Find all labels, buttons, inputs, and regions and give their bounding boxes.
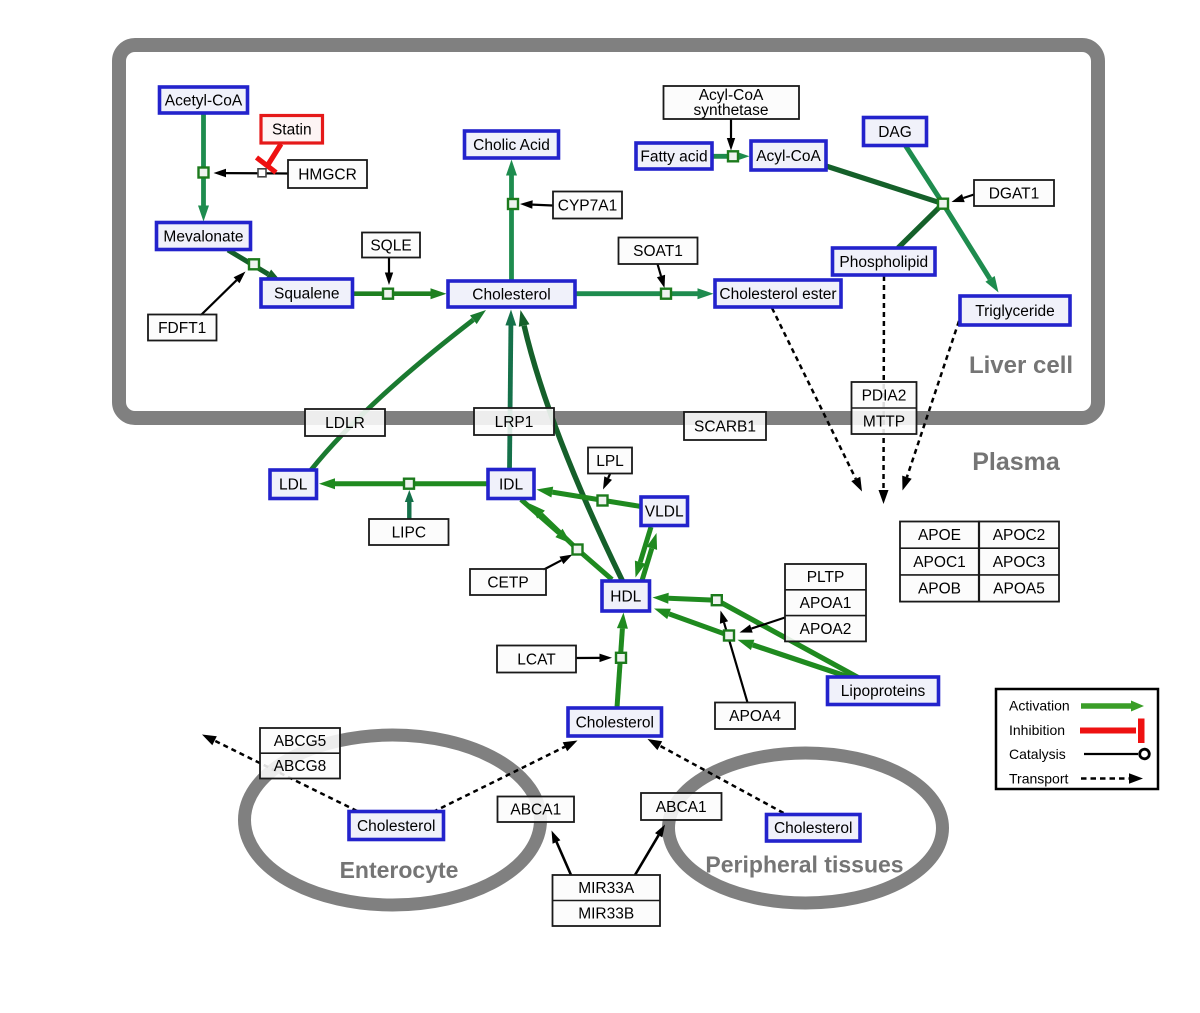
- svg-text:Transport: Transport: [1009, 771, 1069, 787]
- svg-text:MTTP: MTTP: [863, 413, 905, 430]
- svg-text:CETP: CETP: [487, 574, 528, 591]
- svg-text:HDL: HDL: [610, 588, 641, 605]
- svg-text:MIR33B: MIR33B: [578, 906, 634, 923]
- svg-text:DGAT1: DGAT1: [989, 185, 1040, 202]
- svg-text:Catalysis: Catalysis: [1009, 746, 1066, 762]
- svg-text:LRP1: LRP1: [495, 414, 534, 431]
- svg-text:Acyl-CoA: Acyl-CoA: [699, 87, 764, 104]
- svg-text:Triglyceride: Triglyceride: [975, 303, 1055, 320]
- svg-text:ABCA1: ABCA1: [510, 802, 561, 819]
- svg-text:APOE: APOE: [918, 527, 961, 544]
- svg-text:synthetase: synthetase: [694, 102, 769, 119]
- svg-text:Lipoproteins: Lipoproteins: [841, 683, 926, 700]
- svg-text:ABCA1: ABCA1: [656, 799, 707, 816]
- svg-text:SCARB1: SCARB1: [694, 418, 756, 435]
- svg-text:Plasma: Plasma: [972, 448, 1061, 476]
- svg-text:ABCG5: ABCG5: [274, 733, 327, 750]
- svg-text:IDL: IDL: [499, 476, 524, 493]
- svg-text:Acyl-CoA: Acyl-CoA: [756, 148, 821, 165]
- svg-text:Mevalonate: Mevalonate: [163, 228, 243, 245]
- svg-text:Squalene: Squalene: [274, 285, 340, 302]
- svg-text:Inhibition: Inhibition: [1009, 722, 1065, 738]
- svg-text:APOA4: APOA4: [729, 708, 781, 725]
- svg-text:Cholesterol: Cholesterol: [357, 818, 435, 835]
- svg-text:VLDL: VLDL: [645, 504, 684, 521]
- svg-text:APOC1: APOC1: [913, 554, 966, 571]
- svg-text:APOC2: APOC2: [993, 527, 1046, 544]
- svg-text:Cholesterol ester: Cholesterol ester: [719, 286, 836, 303]
- svg-text:SOAT1: SOAT1: [633, 243, 683, 260]
- svg-text:PDIA2: PDIA2: [862, 387, 907, 404]
- svg-text:Phospholipid: Phospholipid: [839, 254, 928, 271]
- svg-text:Peripheral tissues: Peripheral tissues: [705, 852, 903, 878]
- svg-text:APOA5: APOA5: [993, 581, 1045, 598]
- svg-text:FDFT1: FDFT1: [158, 320, 206, 337]
- svg-text:Fatty acid: Fatty acid: [640, 148, 707, 165]
- svg-text:Cholesterol: Cholesterol: [472, 286, 550, 303]
- svg-text:APOC3: APOC3: [993, 554, 1046, 571]
- svg-text:DAG: DAG: [878, 124, 912, 141]
- svg-text:APOA2: APOA2: [800, 621, 852, 638]
- svg-text:APOA1: APOA1: [800, 595, 852, 612]
- svg-text:APOB: APOB: [918, 581, 961, 598]
- svg-text:LCAT: LCAT: [517, 651, 556, 668]
- svg-text:Acetyl-CoA: Acetyl-CoA: [165, 92, 243, 109]
- svg-text:LDLR: LDLR: [325, 415, 365, 432]
- svg-text:LDL: LDL: [279, 477, 308, 494]
- svg-text:LPL: LPL: [596, 453, 624, 470]
- svg-text:Statin: Statin: [272, 122, 312, 139]
- svg-text:PLTP: PLTP: [807, 569, 845, 586]
- svg-text:Cholesterol: Cholesterol: [576, 714, 654, 731]
- svg-text:SQLE: SQLE: [370, 237, 411, 254]
- svg-text:MIR33A: MIR33A: [578, 880, 635, 897]
- svg-text:HMGCR: HMGCR: [298, 166, 357, 183]
- svg-text:LIPC: LIPC: [392, 524, 426, 541]
- svg-text:Cholic Acid: Cholic Acid: [473, 137, 550, 154]
- svg-text:Enterocyte: Enterocyte: [340, 857, 459, 883]
- svg-text:Liver cell: Liver cell: [969, 352, 1073, 379]
- svg-text:CYP7A1: CYP7A1: [558, 197, 617, 214]
- svg-text:Cholesterol: Cholesterol: [774, 820, 852, 837]
- svg-text:ABCG8: ABCG8: [274, 758, 327, 775]
- svg-text:Activation: Activation: [1009, 698, 1070, 714]
